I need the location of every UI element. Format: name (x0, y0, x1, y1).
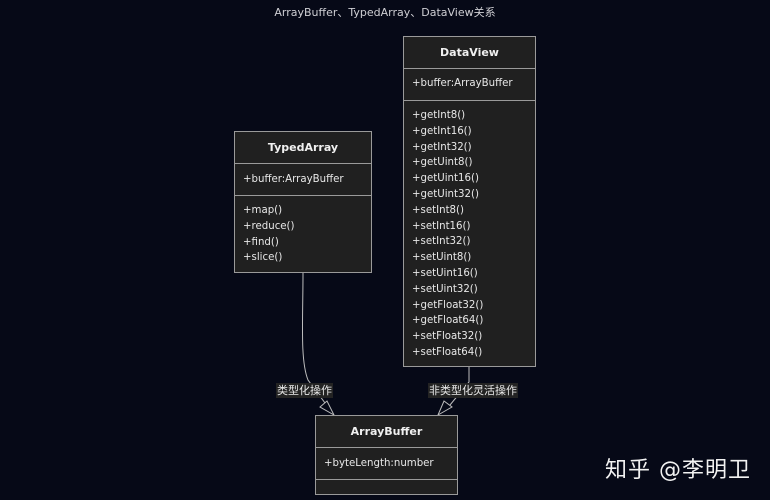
class-methods: +map() +reduce() +find() +slice() (235, 196, 371, 266)
method: +getUint32() (412, 188, 479, 200)
hollow-arrowhead-icon (436, 400, 453, 417)
method: +setFloat64() (412, 346, 483, 358)
class-name: TypedArray (235, 132, 371, 164)
method: +setInt16() (412, 220, 471, 232)
attribute: +byteLength:number (324, 458, 434, 469)
method: +getFloat64() (412, 315, 484, 327)
method: +getUint16() (412, 173, 479, 185)
class-attributes: +byteLength:number (316, 448, 457, 480)
method: +getUint8() (412, 157, 473, 169)
method: +setUint16() (412, 267, 478, 279)
edge-label-untyped: 非类型化灵活操作 (428, 383, 518, 398)
edge-typedarray-arraybuffer (301, 272, 329, 408)
diagram-title: ArrayBuffer、TypedArray、DataView关系 (274, 6, 496, 19)
method: +reduce() (243, 220, 295, 232)
method: +setInt8() (412, 204, 464, 216)
class-typedarray[interactable]: TypedArray +buffer:ArrayBuffer +map() +r… (234, 131, 372, 273)
method: +setUint8() (412, 252, 472, 264)
method: +setFloat32() (412, 331, 483, 343)
watermark: 知乎 @李明卫 (605, 458, 751, 483)
class-methods: +getInt8() +getInt16() +getInt32() +getU… (404, 101, 535, 361)
class-attributes: +buffer:ArrayBuffer (235, 164, 371, 196)
method: +slice() (243, 252, 283, 264)
class-name: DataView (404, 37, 535, 69)
hollow-arrowhead-icon (319, 400, 336, 417)
attribute: +buffer:ArrayBuffer (412, 78, 513, 89)
method: +getInt16() (412, 125, 472, 137)
class-arraybuffer[interactable]: ArrayBuffer +byteLength:number (315, 415, 458, 495)
edge-label-typed: 类型化操作 (276, 383, 333, 398)
class-attributes: +buffer:ArrayBuffer (404, 69, 535, 101)
method: +find() (243, 236, 279, 248)
method: +setInt32() (412, 236, 471, 248)
method: +getInt8() (412, 110, 466, 121)
method: +getFloat32() (412, 299, 484, 311)
method: +setUint32() (412, 283, 478, 295)
class-name: ArrayBuffer (316, 416, 457, 448)
method: +map() (243, 205, 283, 216)
attribute: +buffer:ArrayBuffer (243, 174, 344, 185)
class-dataview[interactable]: DataView +buffer:ArrayBuffer +getInt8() … (403, 36, 536, 367)
method: +getInt32() (412, 141, 472, 153)
